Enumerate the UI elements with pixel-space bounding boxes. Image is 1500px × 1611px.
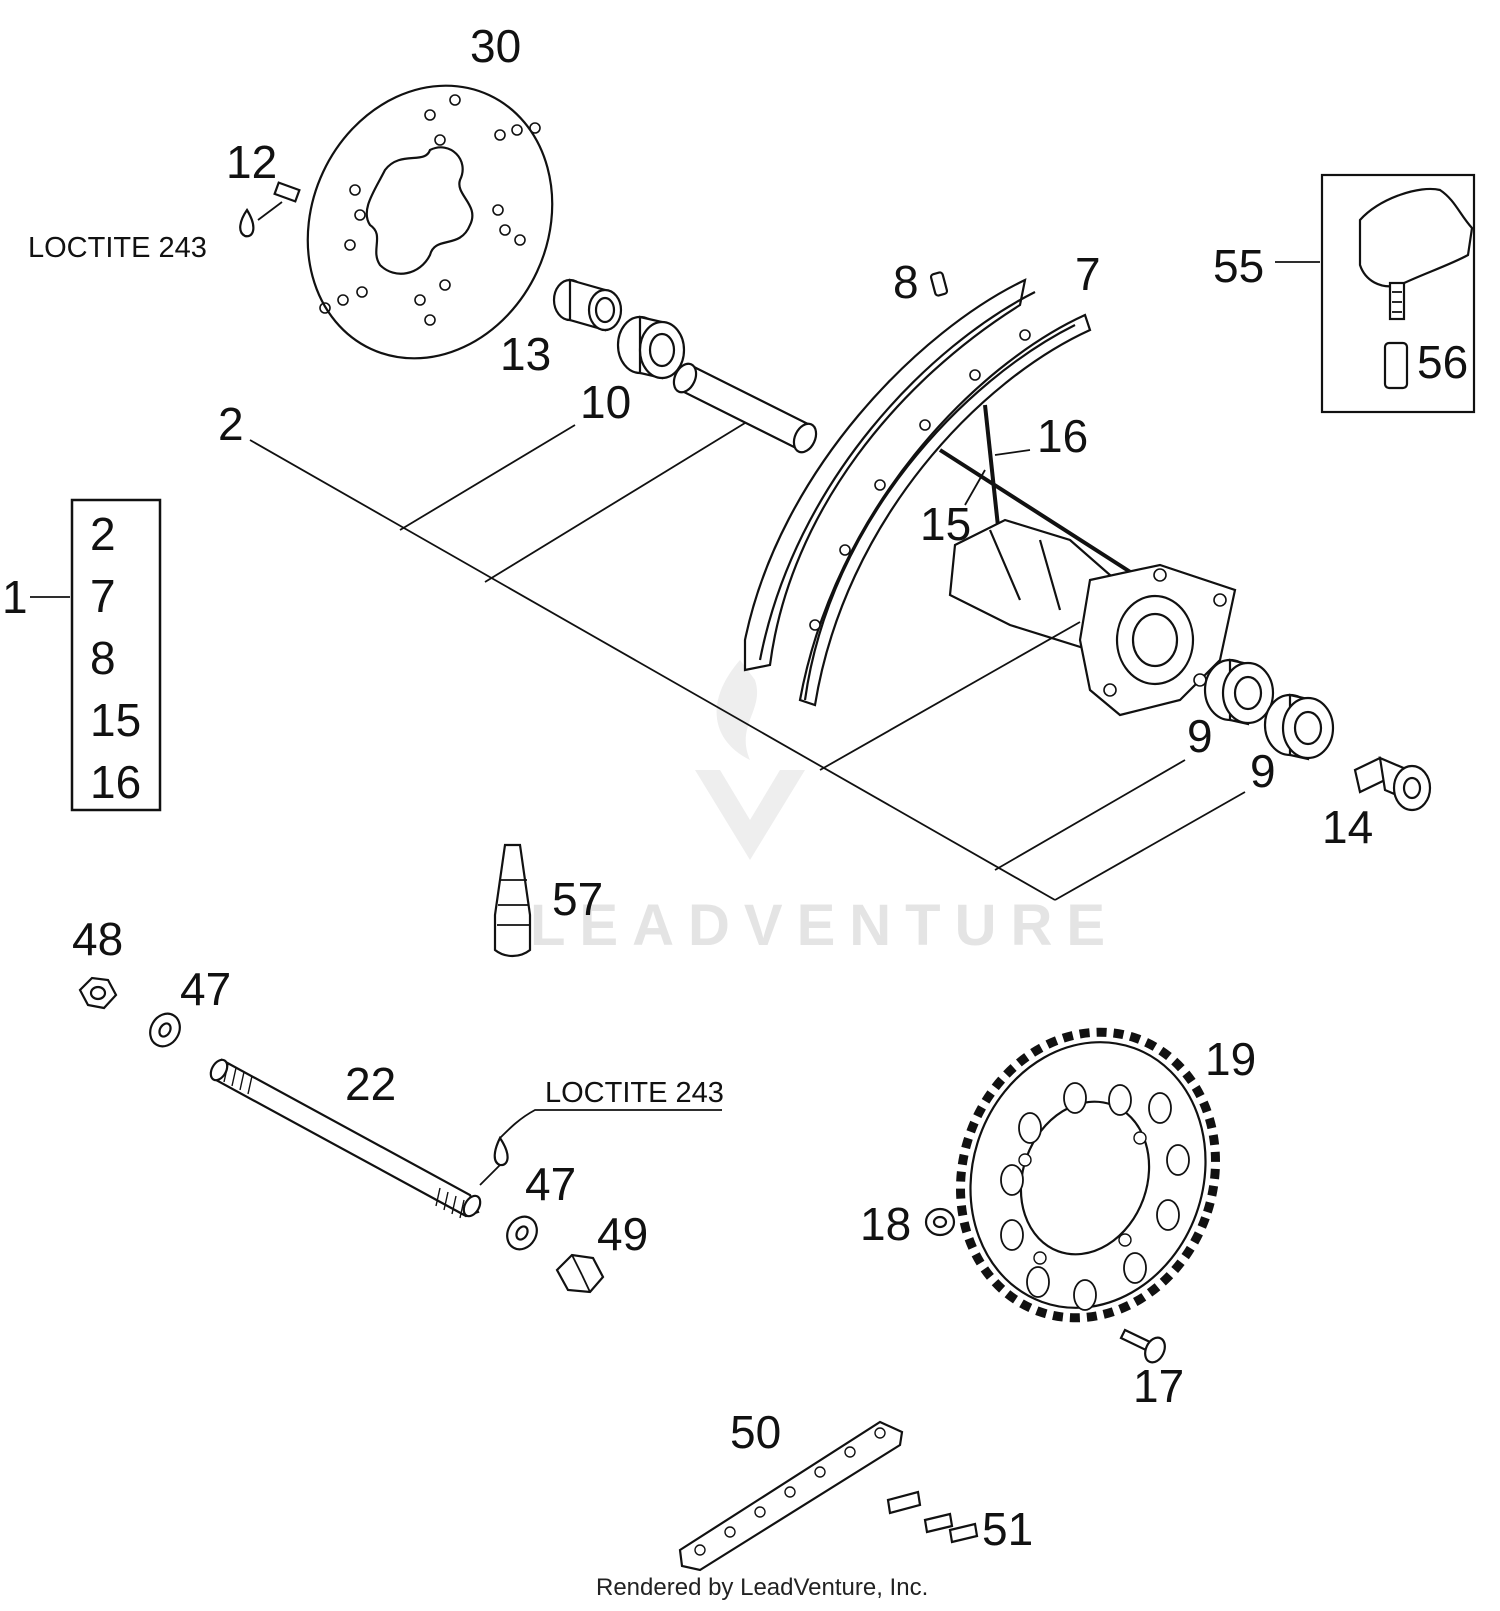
label-9-lower: 9: [1250, 745, 1276, 797]
sprocket-nut-18-part: [924, 1207, 956, 1237]
label-18: 18: [860, 1198, 911, 1250]
axle-nut-49-part: [555, 1253, 605, 1294]
washer-47-left-part: [149, 1012, 181, 1048]
label-48: 48: [72, 913, 123, 965]
label-22: 22: [345, 1058, 396, 1110]
rim-part: [743, 278, 1092, 707]
axle-part: [209, 1058, 722, 1219]
right-spacer-part: [1353, 756, 1432, 812]
watermark-text: LEADVENTURE: [530, 893, 1119, 958]
left-bearing-part: [616, 315, 686, 380]
label-9-upper: 9: [1187, 710, 1213, 762]
watermark: LEADVENTURE: [530, 660, 1119, 958]
label-7: 7: [1075, 248, 1101, 300]
washer-47-right-part: [506, 1215, 538, 1251]
assembly-item: 7: [90, 570, 116, 622]
rear-sprocket-part: [955, 1027, 1221, 1323]
label-19: 19: [1205, 1033, 1256, 1085]
brake-disc-part: [306, 84, 554, 360]
label-17: 17: [1133, 1360, 1184, 1412]
loctite-note-axle: LOCTITE 243: [545, 1077, 724, 1109]
assembly-box-list: 2 7 8 15 16: [90, 508, 141, 808]
right-bearing-1-part: [1203, 658, 1275, 726]
label-10: 10: [580, 376, 631, 428]
master-link-part: [886, 1490, 979, 1544]
chain-part: [678, 1420, 904, 1572]
label-2: 2: [218, 398, 244, 450]
label-50: 50: [730, 1406, 781, 1458]
assembly-item: 15: [90, 694, 141, 746]
label-47-left: 47: [180, 963, 231, 1015]
label-49: 49: [597, 1208, 648, 1260]
part-labels: 30 12 13 10 2 8 7 55 56 16 15 9 9 14 1 5…: [2, 20, 1468, 1555]
leader-lines: [30, 261, 1320, 901]
disc-bolt-part: [239, 181, 301, 238]
sprocket-bolt-17-part: [1119, 1328, 1166, 1364]
right-bearing-2-part: [1263, 693, 1335, 761]
wheel-spacer-part: [552, 278, 623, 332]
axle-nut-48-part: [78, 976, 118, 1010]
label-30: 30: [470, 20, 521, 72]
label-12: 12: [226, 136, 277, 188]
wheel-hub-part: [948, 518, 1237, 717]
label-8: 8: [893, 256, 919, 308]
inner-tube-box: [1320, 173, 1476, 414]
distance-tube-part: [672, 362, 818, 454]
footer-credit: Rendered by LeadVenture, Inc.: [596, 1574, 928, 1601]
label-56: 56: [1417, 336, 1468, 388]
label-15: 15: [920, 498, 971, 550]
rim-lock-part: [929, 271, 949, 297]
label-13: 13: [500, 328, 551, 380]
assembly-item: 2: [90, 508, 116, 560]
assembly-box: [70, 498, 162, 812]
label-51: 51: [982, 1503, 1033, 1555]
assembly-item: 16: [90, 756, 141, 808]
label-47-right: 47: [525, 1158, 576, 1210]
grease-tube-part: [493, 843, 532, 958]
spokes-part: [938, 404, 1137, 577]
label-57: 57: [552, 873, 603, 925]
label-14: 14: [1322, 801, 1373, 853]
label-1: 1: [2, 571, 28, 623]
label-16: 16: [1037, 410, 1088, 462]
loctite-note-disc: LOCTITE 243: [28, 232, 207, 264]
label-55: 55: [1213, 240, 1264, 292]
assembly-item: 8: [90, 632, 116, 684]
